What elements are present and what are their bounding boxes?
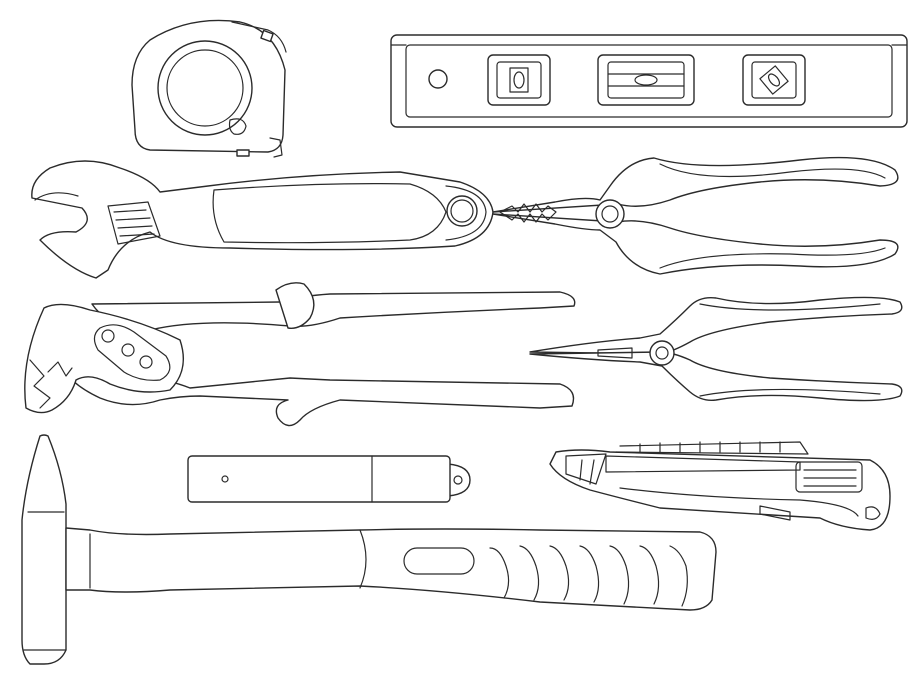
- spirit-level-icon: [390, 34, 908, 128]
- hammer-icon: [21, 434, 717, 665]
- utility-knife-icon: [549, 441, 891, 531]
- needle-nose-pliers-icon: [529, 296, 903, 402]
- tape-measure-icon: [131, 19, 287, 158]
- combination-pliers-icon: [492, 156, 899, 275]
- adjustable-wrench-icon: [31, 160, 494, 279]
- blade-pack-icon: [187, 455, 471, 503]
- tongue-and-groove-pliers-icon: [24, 282, 576, 427]
